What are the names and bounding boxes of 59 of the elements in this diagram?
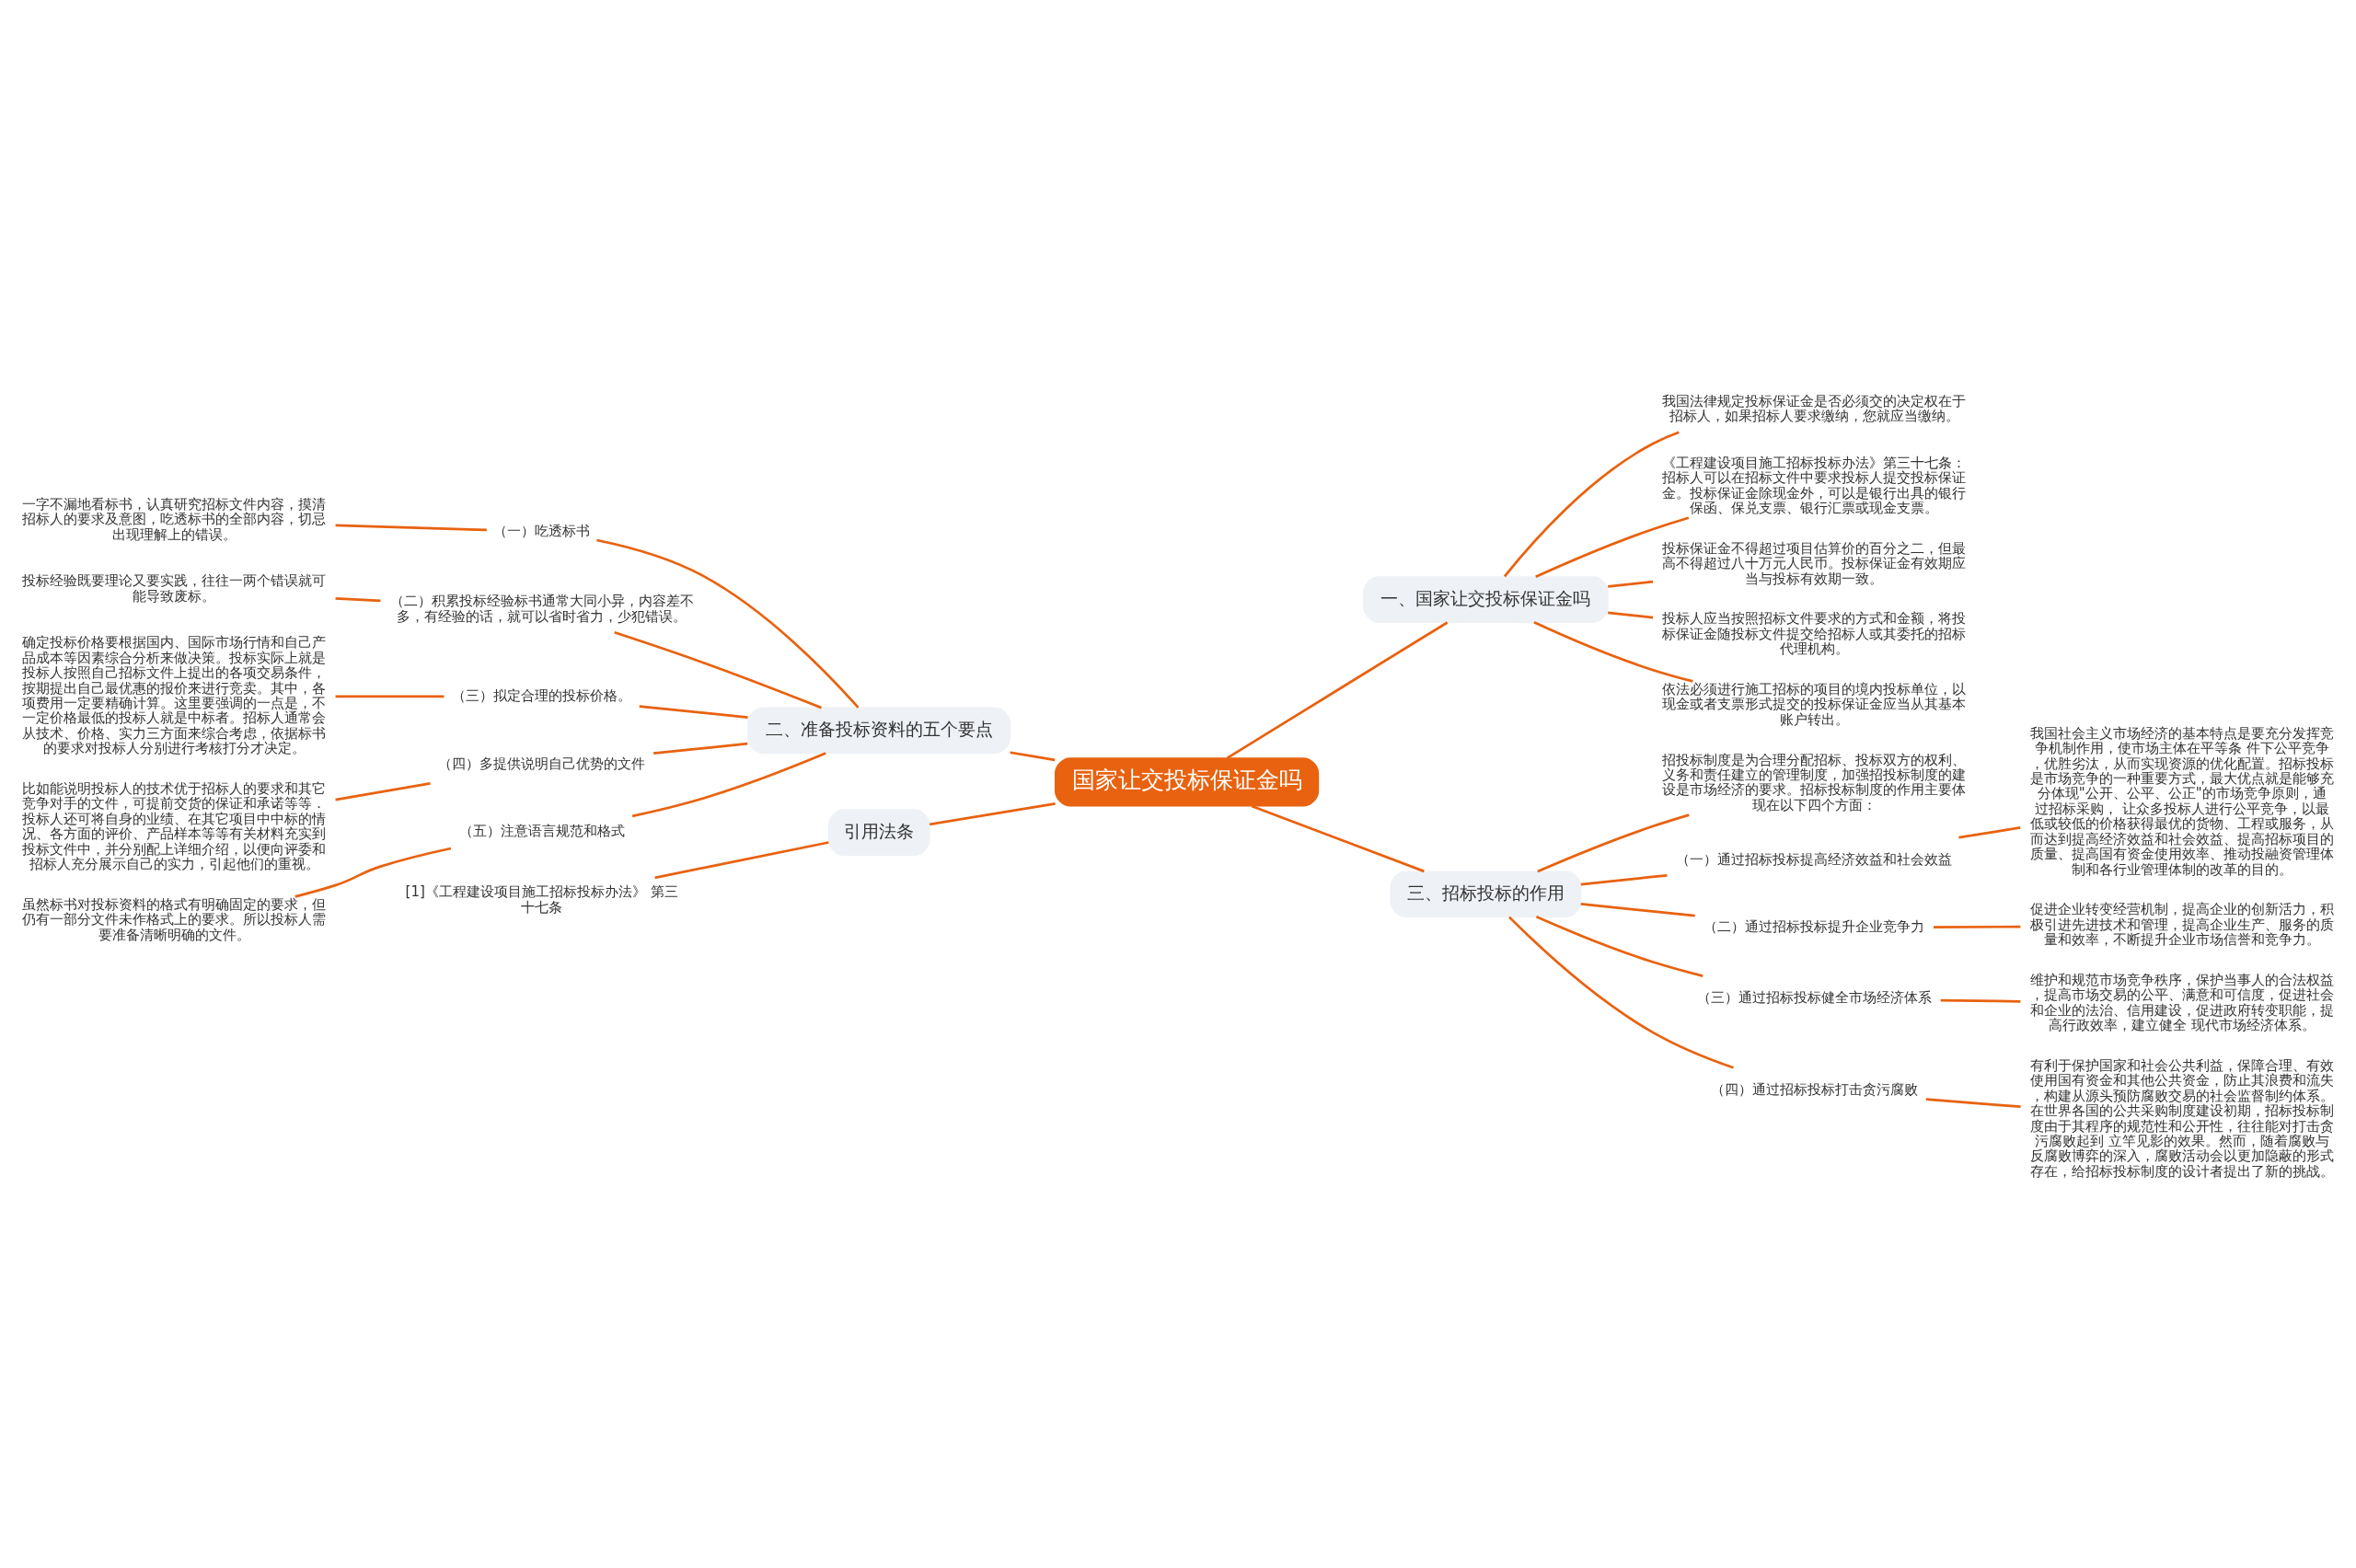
node-text: （一）通过招标投标提高经济效益和社会效益 <box>1676 850 1953 868</box>
connector <box>1227 621 1449 759</box>
connector <box>1925 1098 2021 1109</box>
connector <box>335 524 487 532</box>
node-text: 依法必须进行施工招标的项目的境内投标单位，以现金或者支票形式提交的投标保证金应当从其基本账户转出。 <box>1662 680 1967 728</box>
node-text: 确定投标价格要根据国内、国际市场行情和自己产品成本等因素综合分析来做决策。投标实际上就是投标人按照自己招标文件上提出的各项交易条件，按期提出自己最优惠的报价来进行竞卖。其中，各项费用一定要精确计算。这里要强调的一点是，不一定价格最低的投标人就是中标者。招标人通常会从技术、价格、实力三方面来综合考虑，依据标书的要求对投标人分别进行考核打分才决定。 <box>22 634 327 757</box>
node-text: （五）注意语言规范和格式 <box>458 823 625 840</box>
node-text: 我国社会主义市场经济的基本特点是要充分发挥竞争机制作用，使市场主体在平等条 件下公平竞争，优胜劣汰，从而实现资源的优化配置。招标投标是市场竞争的一种重要方式，最大优点就是能够充分体现"公开、公平、公正"的市场竞争原则，通过招标采购， 让众多投标人进行公平竞争，以最低或较低的价格获得最优的货物、工程或服务，从而达到提高经济效益和社会效益、提高招标项目的质量、提高国有资金使用效率、推动投融资管理体制和各行业管理体制的改革的目的。 <box>2029 724 2334 878</box>
node-box: 三、招标投标的作用 <box>1390 870 1582 917</box>
node-text: 虽然标书对投标资料的格式有明确固定的要求，但仍有一部分文件未作格式上的要求。所以投标人需要准备清晰明确的文件。 <box>22 895 327 943</box>
node-text: 促进企业转变经营机制，提高企业的创新活力，积极引进先进技术和管理，提高企业生产、服务的质量和效率，不断提升企业市场信誉和竞争力。 <box>2029 901 2334 949</box>
connector <box>294 847 452 898</box>
connector <box>614 631 822 709</box>
connector <box>1608 611 1654 619</box>
connector <box>1503 431 1680 578</box>
connector <box>654 841 829 880</box>
connector <box>1537 813 1690 873</box>
node-text: 我国法律规定投标保证金是否必须交的决定权在于招标人，如果招标人要求缴纳，您就应当缴纳。 <box>1662 392 1967 425</box>
connector <box>1580 902 1695 917</box>
connector <box>639 705 748 719</box>
connector <box>335 695 445 698</box>
connector <box>1535 916 1703 977</box>
connector <box>596 538 860 709</box>
node-box: 二、准备投标资料的五个要点 <box>747 707 1011 755</box>
node-text: 有利于保护国家和社会公共利益，保障合理、有效使用国有资金和其他公共资金，防止其浪费和流失，构建从源头预防腐败交易的社会监督制约体系。在世界各国的公共采购制度建设初期，招标投标制度由于其程序的规范性和公开性，往往能对打击贪污腐败起到 立竿见影的效果。然而，随着腐败与反腐败博弈的深入，腐败活动会以更加隐蔽的形式存在，给招标投标制度的设计者提出了新的挑战。 <box>2029 1056 2334 1180</box>
node-text: 《工程建设项目施工招标投标办法》第三十七条：招标人可以在招标文件中要求投标人提交投标保证金。投标保证金除现金外，可以是银行出具的银行保函、保兑支票、银行汇票或现金支票。 <box>1662 454 1967 516</box>
node-text: 一字不漏地看标书，认真研究招标文件内容，摸清招标人的要求及意图，吃透标书的全部内容，切忌出现理解上的错误。 <box>22 495 327 543</box>
connector <box>335 596 381 603</box>
connector <box>653 742 748 755</box>
node-text: （二）通过招标投标提升企业竞争力 <box>1703 918 1925 936</box>
node-box: 一、国家让交投标保证金吗 <box>1363 576 1609 623</box>
node-text: 投标经验既要理论又要实践，往往一两个错误就可能导致废标。 <box>22 572 327 605</box>
connector <box>1535 516 1690 579</box>
node-text: （二）积累投标经验标书通常大同小异，内容差不多，有经验的话，就可以省时省力，少犯错误。 <box>389 593 694 625</box>
connector <box>335 782 431 801</box>
node-box: 国家让交投标保证金吗 <box>1054 757 1320 807</box>
connector <box>1580 873 1668 886</box>
node-text: （一）吃透标书 <box>493 522 591 539</box>
node-text: 投标人应当按照招标文件要求的方式和金额，将投标保证金随投标文件提交给招标人或其委托的招标代理机构。 <box>1662 610 1967 658</box>
node-text: 维护和规范市场竞争秩序，保护当事人的合法权益，提高市场交易的公平、满意和可信度，促进社会和企业的法治、信用建设，促进政府转变职能，提高行政效率，建立健全 现代市场经济体系。 <box>2029 971 2334 1034</box>
connector <box>1508 916 1734 1069</box>
connector <box>1251 804 1425 873</box>
connector <box>1958 826 2021 839</box>
connector <box>631 752 826 818</box>
connector <box>1533 621 1693 683</box>
node-text: 招投标制度是为合理分配招标、投标双方的权利、义务和责任建立的管理制度，加强招投标制度的建设是市场经济的要求。招标投标制度的作用主要体现在以下四个方面： <box>1662 751 1967 813</box>
node-text: （四）通过招标投标打击贪污腐败 <box>1710 1080 1918 1098</box>
connector <box>1940 998 2021 1003</box>
node-text: 投标保证金不得超过项目估算价的百分之二，但最高不得超过八十万元人民币。投标保证金有效期应当与投标有效期一致。 <box>1662 539 1967 587</box>
node-text: [1]《工程建设项目施工招标投标办法》 第三十七条 <box>405 883 678 916</box>
connector <box>1608 580 1654 588</box>
node-text: （四）多提供说明自己优势的文件 <box>438 755 646 772</box>
node-box: 引用法条 <box>827 809 930 856</box>
connector <box>929 801 1056 826</box>
node-text: 比如能说明投标人的技术优于招标人的要求和其它竞争对手的文件，可提前交货的保证和承诺等等．投标人还可将自身的业绩、在其它项目中中标的情况、各方面的评价、产品样本等等有关材料充实到投标文件中，并分别配上详细介绍，以便向评委和招标人充分展示自己的实力，引起他们的重视。 <box>22 779 327 873</box>
node-text: （三）通过招标投标健全市场经济体系 <box>1696 989 1932 1007</box>
node-text: （三）拟定合理的投标价格。 <box>452 686 632 704</box>
connector <box>1010 751 1056 762</box>
connector <box>1934 925 2021 929</box>
